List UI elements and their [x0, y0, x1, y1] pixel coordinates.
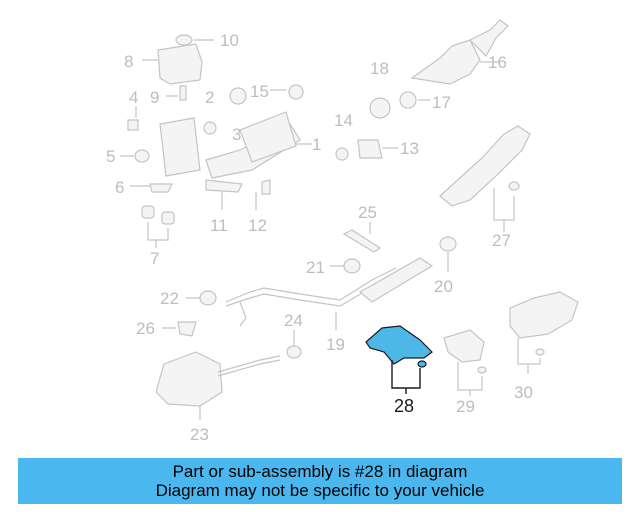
callout-7: 7 [150, 249, 159, 268]
part-23-muffler [155, 351, 281, 420]
callout-5: 5 [106, 147, 115, 166]
banner-line-2: Diagram may not be specific to your vehi… [155, 481, 485, 500]
callout-30: 30 [514, 383, 533, 402]
callout-22: 22 [160, 289, 179, 308]
callout-11: 11 [210, 216, 228, 235]
callout-17: 17 [432, 93, 451, 112]
callout-6: 6 [115, 178, 124, 197]
callout-29: 29 [456, 397, 475, 416]
part-8-reservoir [142, 34, 214, 85]
callout-19: 19 [326, 335, 345, 354]
parts-20-21 [330, 236, 457, 274]
part-7-bushings [141, 205, 175, 248]
parts-5-6-11-12 [120, 149, 271, 210]
callout-21: 21 [306, 258, 325, 277]
callout-3: 3 [232, 125, 241, 144]
callout-28: 28 [394, 396, 414, 416]
callout-4: 4 [129, 88, 138, 107]
banner-line-1: Part or sub-assembly is #28 in diagram [172, 462, 468, 481]
part-16-catalyst-pipe [410, 19, 509, 85]
callout-10: 10 [220, 31, 239, 50]
callout-18: 18 [370, 59, 389, 78]
callout-9: 9 [150, 88, 159, 107]
part-27-heat-shield [439, 125, 531, 232]
part-1-converter [159, 111, 312, 179]
parts-22-24-26 [162, 290, 302, 359]
part-25-bracket [342, 222, 382, 253]
callout-23: 23 [190, 425, 209, 444]
callout-24: 24 [284, 311, 303, 330]
callout-16: 16 [488, 53, 507, 72]
callout-25: 25 [358, 203, 377, 222]
exhaust-pipe-resonator [225, 257, 434, 330]
callout-26: 26 [136, 319, 155, 338]
callout-27: 27 [492, 231, 511, 250]
part-28-heat-shield [365, 325, 433, 394]
callout-8: 8 [124, 52, 133, 71]
info-banner: Part or sub-assembly is #28 in diagram D… [18, 458, 622, 504]
callout-2: 2 [205, 88, 214, 107]
part-30-shield [509, 291, 579, 374]
callout-12: 12 [248, 216, 267, 235]
callout-13: 13 [400, 139, 419, 158]
callout-1: 1 [312, 135, 321, 154]
part-29-bracket [443, 329, 487, 396]
small-parts-top [127, 84, 430, 161]
callout-20: 20 [434, 277, 453, 296]
callout-labels: 10 8 16 18 4 9 2 15 17 3 14 13 1 5 6 11 … [106, 31, 533, 444]
callout-15: 15 [250, 82, 269, 101]
callout-14: 14 [334, 111, 353, 130]
